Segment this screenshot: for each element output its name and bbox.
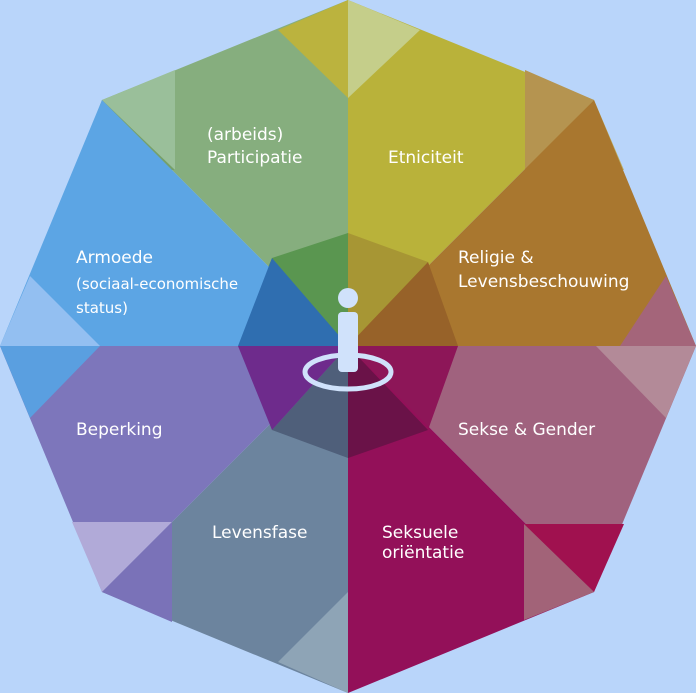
label-participatie-1: (arbeids) [207, 125, 283, 145]
segment-religie[interactable] [348, 100, 696, 346]
label-seksuele-2: oriëntatie [382, 543, 464, 563]
segment-armoede[interactable] [0, 100, 348, 346]
person-icon [302, 288, 394, 392]
label-etniciteit: Etniciteit [388, 148, 464, 168]
segment-seksuele[interactable] [348, 346, 624, 693]
label-seksuele-1: Seksuele [382, 523, 458, 543]
label-armoede: Armoede [76, 248, 153, 268]
label-participatie-2: Participatie [207, 148, 302, 168]
label-armoede-sub-2: status) [76, 299, 128, 317]
label-religie-1: Religie & [458, 248, 534, 268]
segment-beperking[interactable] [0, 346, 348, 622]
label-beperking: Beperking [76, 420, 163, 440]
label-levensfase: Levensfase [212, 523, 308, 543]
label-sekse: Sekse & Gender [458, 420, 595, 440]
label-religie-2: Levensbeschouwing [458, 272, 629, 292]
label-armoede-sub-1: (sociaal-economische [76, 275, 238, 293]
